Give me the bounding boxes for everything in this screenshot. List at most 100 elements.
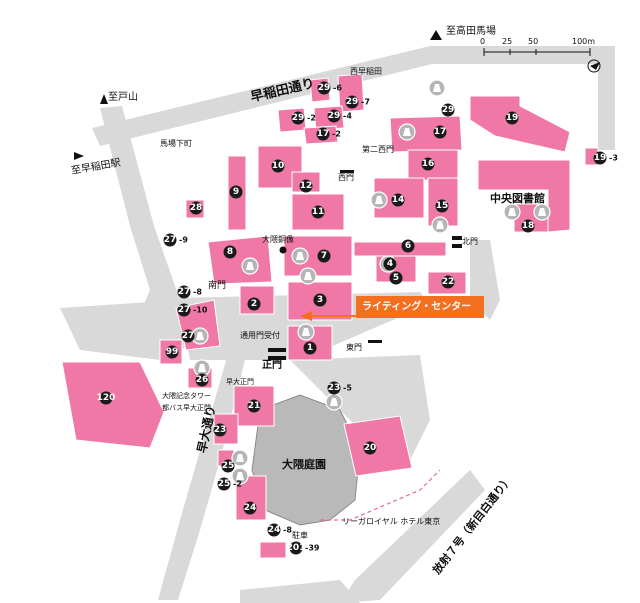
building-badge-29-4: 29-4 bbox=[327, 109, 352, 123]
label-okuma-garden: 大隈庭園 bbox=[282, 457, 326, 471]
label-parking: 駐車 bbox=[292, 530, 308, 540]
statue-marker bbox=[279, 246, 287, 254]
toilet-icon bbox=[431, 216, 449, 234]
label-waseda-seimon: 早大正門 bbox=[226, 377, 254, 386]
building-badge-14: 14 bbox=[391, 193, 405, 207]
toilet-icon bbox=[291, 247, 309, 265]
hotel-boundary bbox=[320, 469, 441, 521]
label-south-gate: 南門 bbox=[208, 279, 226, 291]
building-suffix: -2 bbox=[332, 130, 341, 139]
building-number: 11 bbox=[312, 207, 325, 217]
arrow-left-icon bbox=[74, 152, 84, 160]
building-number: 19 bbox=[594, 153, 607, 163]
label-okuma-statue: 大隈銅像 bbox=[262, 234, 294, 244]
building-badge-9: 9 bbox=[229, 185, 243, 199]
building-number: 18 bbox=[522, 221, 535, 231]
compass-icon bbox=[587, 59, 601, 73]
building-badge-11: 11 bbox=[311, 205, 325, 219]
building-badge-29-7: 29-7 bbox=[345, 95, 370, 109]
callout-arrow-icon bbox=[300, 311, 312, 321]
label-babashitacho: 馬場下町 bbox=[160, 138, 192, 148]
building-badge-201-39: 201-39 bbox=[287, 541, 320, 555]
toilet-icon bbox=[241, 257, 259, 275]
building-badge-25-2: 25-2 bbox=[217, 477, 242, 491]
building-badge-99: 99 bbox=[165, 345, 179, 359]
toilet-icon bbox=[297, 323, 315, 341]
building-number: 10 bbox=[272, 161, 285, 171]
building-suffix: -5 bbox=[343, 384, 352, 393]
building-badge-27-8: 27-8 bbox=[177, 285, 202, 299]
building-badge-24: 24 bbox=[243, 501, 257, 515]
building-number: 120 bbox=[97, 393, 116, 403]
building-number: 27 bbox=[182, 331, 195, 341]
toilet-icon bbox=[398, 123, 416, 141]
building-badge-26: 26 bbox=[195, 373, 209, 387]
building-badge-7: 7 bbox=[317, 249, 331, 263]
building-number: 3 bbox=[317, 295, 323, 305]
building-badge-5: 5 bbox=[389, 271, 403, 285]
building-number: 15 bbox=[436, 201, 449, 211]
atm-icon bbox=[533, 203, 551, 221]
building-badge-25: 25 bbox=[221, 459, 235, 473]
building-suffix: -4 bbox=[343, 112, 352, 121]
building-badge-23-5: 23-5 bbox=[327, 381, 352, 395]
building-number: 25 bbox=[222, 461, 235, 471]
building-suffix: -39 bbox=[305, 544, 320, 553]
building-number: 29 bbox=[292, 113, 305, 123]
building-badge-28: 28 bbox=[189, 201, 203, 215]
label-north-gate: 北門 bbox=[462, 237, 478, 246]
writing-center-callout[interactable]: ライティング・センター bbox=[300, 296, 484, 321]
building-number: 21 bbox=[248, 401, 261, 411]
building-badge-29-6: 29-6 bbox=[317, 81, 342, 95]
building-badge-6: 6 bbox=[401, 239, 415, 253]
building-badge-18: 18 bbox=[521, 219, 535, 233]
building-number: 24 bbox=[244, 503, 257, 513]
label-reception: 通用門受付 bbox=[240, 330, 280, 340]
building-number: 19 bbox=[506, 113, 519, 123]
building-number: 25 bbox=[218, 479, 231, 489]
building-number: 17 bbox=[434, 127, 447, 137]
label-main-gate: 正門 bbox=[262, 359, 282, 371]
building-badge-120: 120 bbox=[97, 391, 116, 405]
building-badge-4: 4 bbox=[383, 257, 397, 271]
toilet-icon bbox=[231, 449, 249, 467]
building-badge-27: 27 bbox=[181, 329, 195, 343]
building-suffix: -8 bbox=[193, 288, 202, 297]
building-number: 5 bbox=[393, 273, 399, 283]
building-badge-8: 8 bbox=[223, 245, 237, 259]
building-number: 14 bbox=[392, 195, 405, 205]
scale-tick-25: 25 bbox=[502, 37, 512, 46]
building-number: 26 bbox=[196, 375, 209, 385]
building-number: 7 bbox=[321, 251, 327, 261]
building-suffix: -10 bbox=[193, 306, 208, 315]
label-nishi-waseda: 西早稲田 bbox=[350, 66, 382, 76]
building-number: 99 bbox=[166, 347, 179, 357]
building-badge-29-2: 29-2 bbox=[291, 111, 316, 125]
building-number: 17 bbox=[317, 129, 330, 139]
building-badge-27-9: 27-9 bbox=[163, 233, 188, 247]
building-number: 201 bbox=[287, 543, 306, 553]
building-number: 22 bbox=[442, 277, 455, 287]
building-number: 24 bbox=[268, 525, 281, 535]
building-number: 20 bbox=[364, 443, 377, 453]
gate-markers bbox=[268, 170, 462, 360]
place-labels: 西早稲田 馬場下町 中央図書館 大隈銅像 大隈庭園 リーガロイヤル ホテル東京 … bbox=[160, 66, 545, 540]
building-number: 16 bbox=[422, 159, 435, 169]
building-number: 23 bbox=[214, 425, 227, 435]
building-number: 8 bbox=[227, 247, 233, 257]
label-hotel-line1: リーガロイヤル ホテル東京 bbox=[342, 516, 440, 526]
building-suffix: -2 bbox=[233, 480, 242, 489]
building-badge-20: 20 bbox=[363, 441, 377, 455]
building-badge-1: 1 bbox=[303, 341, 317, 355]
label-second-west-gate: 第二西門 bbox=[362, 144, 394, 154]
building-badge-29: 29 bbox=[441, 103, 455, 117]
label-central-library: 中央図書館 bbox=[490, 191, 545, 205]
toilet-icon bbox=[231, 467, 249, 485]
building-number: 27 bbox=[164, 235, 177, 245]
building-badge-24-8: 24-8 bbox=[267, 523, 292, 537]
building-suffix: -7 bbox=[361, 98, 370, 107]
building-number: 29 bbox=[346, 97, 359, 107]
label-west-gate: 西門 bbox=[338, 173, 354, 182]
building-suffix: -6 bbox=[333, 84, 342, 93]
